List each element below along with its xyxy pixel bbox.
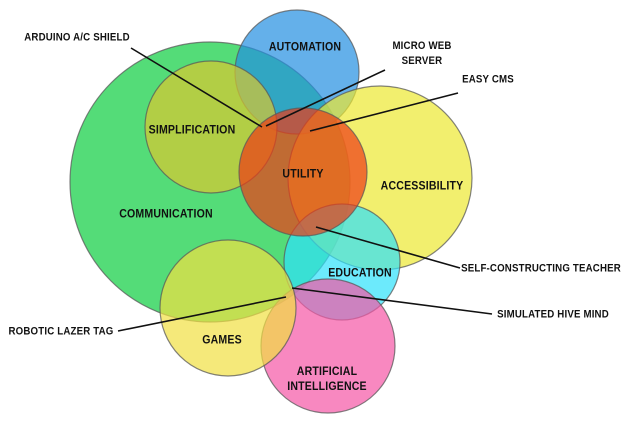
self-constructing-teacher-leader-line: [315, 226, 461, 269]
utility-circle: [238, 107, 368, 237]
simulated-hive-mind-leader-line: [291, 287, 493, 315]
easy-cms-leader-line: [309, 92, 459, 132]
arduino-ac-shield-leader-line: [130, 47, 263, 128]
micro-web-server-leader-line: [265, 69, 386, 127]
robotic-lazer-tag-leader-line: [117, 296, 287, 332]
